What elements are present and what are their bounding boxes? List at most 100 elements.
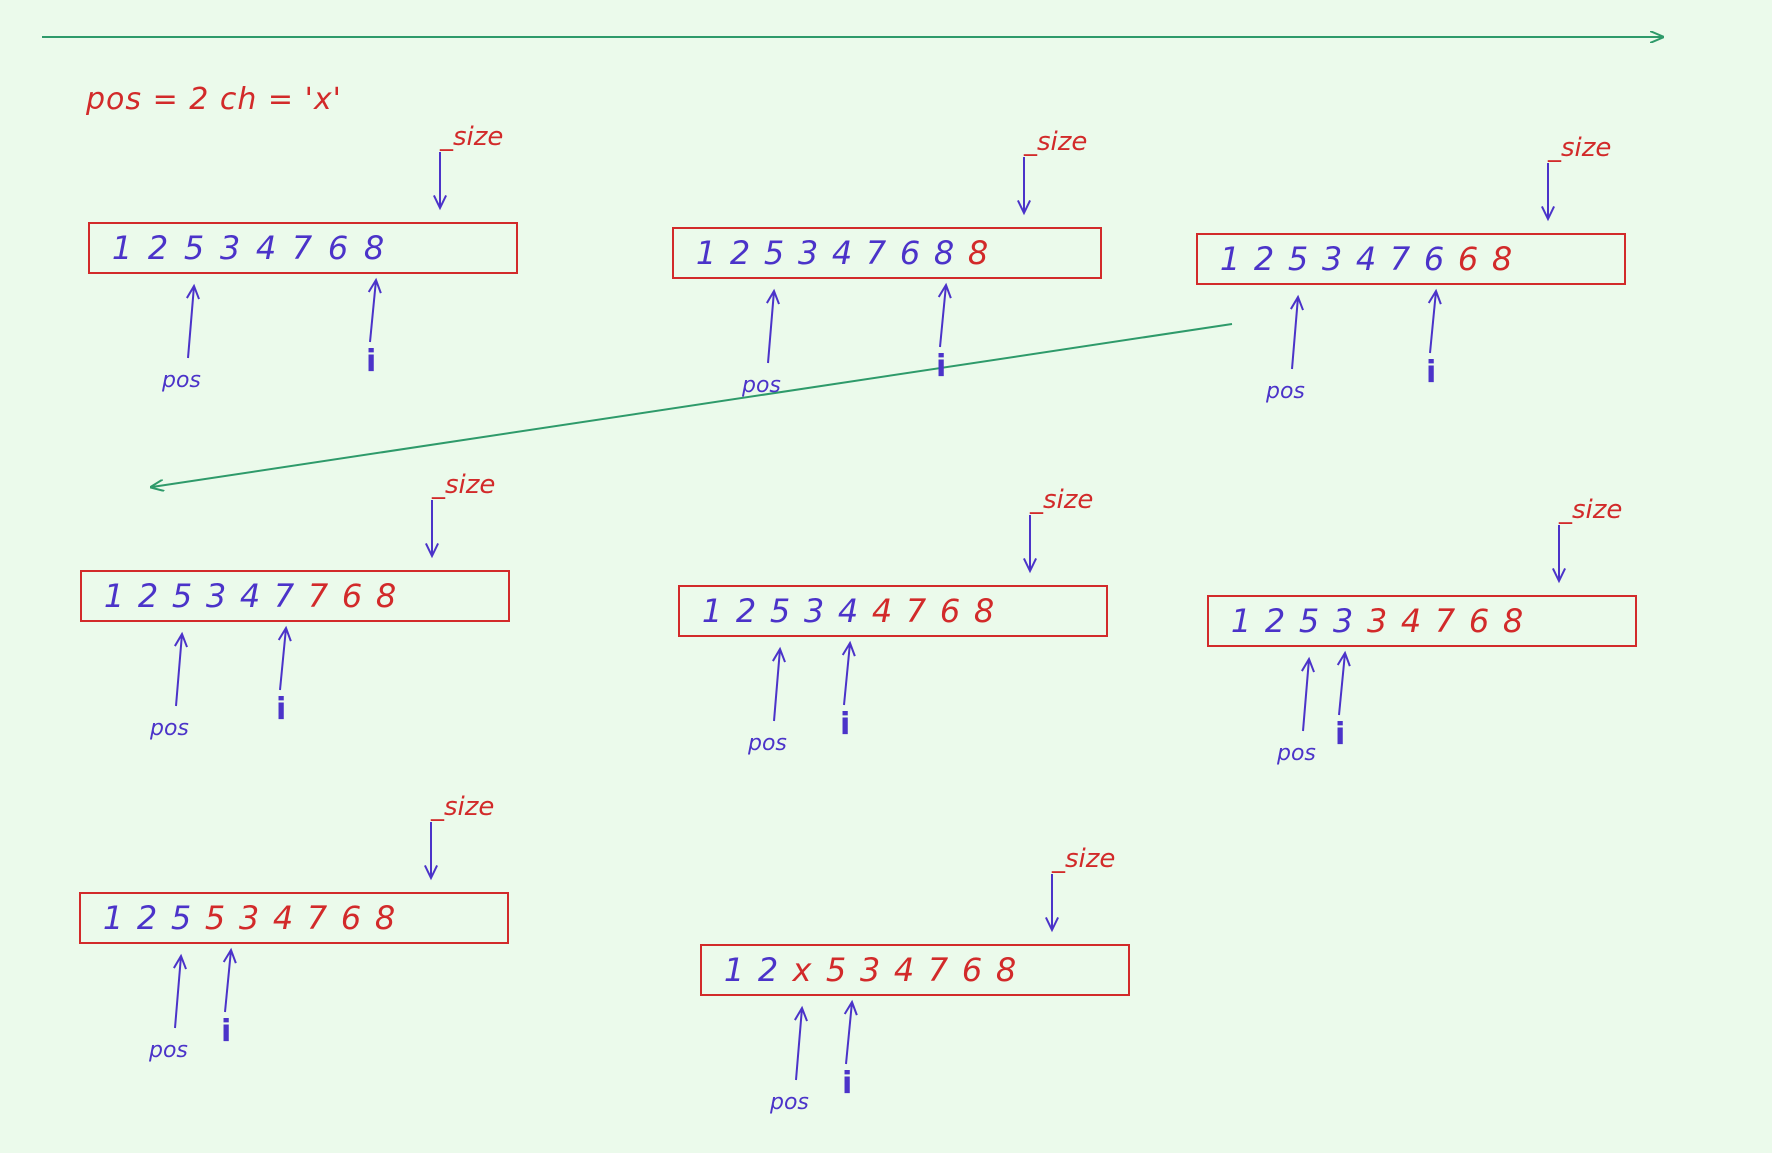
array-cell: 4 [1355, 240, 1377, 278]
array-cell: 1 [695, 234, 717, 272]
array-cell: 7 [1389, 240, 1411, 278]
array-cell: 8 [967, 234, 989, 272]
array-cell: 2 [137, 577, 159, 615]
pos-arrow-5 [772, 646, 786, 722]
array-cell: 8 [973, 592, 995, 630]
pos-label: pos [1266, 379, 1305, 404]
pos-label: pos [742, 373, 781, 398]
array-cell: 7 [927, 951, 949, 989]
array-cell: 7 [273, 577, 295, 615]
array-cell: 5 [204, 899, 226, 937]
pos-label: pos [1277, 741, 1316, 766]
array-cell: 3 [1321, 240, 1343, 278]
i-arrow-2 [937, 282, 952, 348]
pos-label: pos [150, 716, 189, 741]
array-cell: 7 [865, 234, 887, 272]
array-cell: 3 [1366, 602, 1388, 640]
size-label: _size [1548, 133, 1612, 163]
array-cell: 5 [769, 592, 791, 630]
size-label: _size [431, 792, 495, 822]
i-label: i [1335, 717, 1346, 752]
pos-label: pos [162, 368, 201, 393]
array-cell: 2 [1253, 240, 1275, 278]
size-arrow-4 [425, 500, 439, 559]
array-cell: 8 [375, 577, 397, 615]
array-cell: 1 [1230, 602, 1252, 640]
array-cell: 3 [205, 577, 227, 615]
array-cell: 8 [363, 229, 385, 267]
array-cell: 3 [859, 951, 881, 989]
array-cell: 4 [893, 951, 915, 989]
i-arrow-8 [843, 999, 858, 1065]
array-cell: 4 [871, 592, 893, 630]
array-cell: 6 [939, 592, 961, 630]
array-cell: x [792, 951, 812, 989]
array-cell: 1 [102, 899, 124, 937]
array-cell: 2 [729, 234, 751, 272]
size-arrow-2 [1017, 157, 1031, 216]
array-cell: 2 [1264, 602, 1286, 640]
size-arrow-1 [433, 152, 447, 211]
i-label: i [276, 692, 287, 727]
wrap-flow-arrow [152, 323, 1233, 487]
array-cell: 3 [1332, 602, 1354, 640]
size-label: _size [440, 122, 504, 152]
array-cell: 8 [1502, 602, 1524, 640]
array-cell: 6 [1423, 240, 1445, 278]
size-arrow-6 [1552, 525, 1566, 584]
array-cell: 8 [374, 899, 396, 937]
array-cell: 8 [933, 234, 955, 272]
array-cell: 2 [757, 951, 779, 989]
pos-label: pos [748, 731, 787, 756]
pos-arrow-1 [186, 283, 200, 359]
array-cell: 5 [183, 229, 205, 267]
array-cell: 2 [136, 899, 158, 937]
array-cell: 6 [341, 577, 363, 615]
pos-arrow-7 [173, 953, 187, 1029]
array-cell: 2 [147, 229, 169, 267]
array-cell: 6 [340, 899, 362, 937]
array-cell: 6 [327, 229, 349, 267]
pos-arrow-8 [794, 1005, 808, 1081]
size-arrow-5 [1023, 515, 1037, 574]
array-cell: 4 [272, 899, 294, 937]
array-cell: 5 [171, 577, 193, 615]
i-arrow-3 [1427, 288, 1442, 354]
i-label: i [842, 1066, 853, 1101]
size-label: _size [1024, 127, 1088, 157]
array-cell: 1 [723, 951, 745, 989]
array-cell: 3 [219, 229, 241, 267]
array-cell: 3 [238, 899, 260, 937]
i-label: i [840, 707, 851, 742]
array-cell: 4 [837, 592, 859, 630]
pos-label: pos [149, 1038, 188, 1063]
array-cell: 8 [1491, 240, 1513, 278]
array-cell: 1 [111, 229, 133, 267]
size-label: _size [432, 470, 496, 500]
array-cell: 6 [961, 951, 983, 989]
i-arrow-4 [277, 625, 292, 691]
size-label: _size [1052, 844, 1116, 874]
array-cell: 8 [995, 951, 1017, 989]
i-label: i [221, 1014, 232, 1049]
array-cell: 3 [803, 592, 825, 630]
i-arrow-6 [1336, 650, 1351, 716]
array-cell: 6 [899, 234, 921, 272]
size-arrow-7 [424, 822, 438, 881]
array-cell: 7 [306, 899, 328, 937]
array-cell: 1 [1219, 240, 1241, 278]
